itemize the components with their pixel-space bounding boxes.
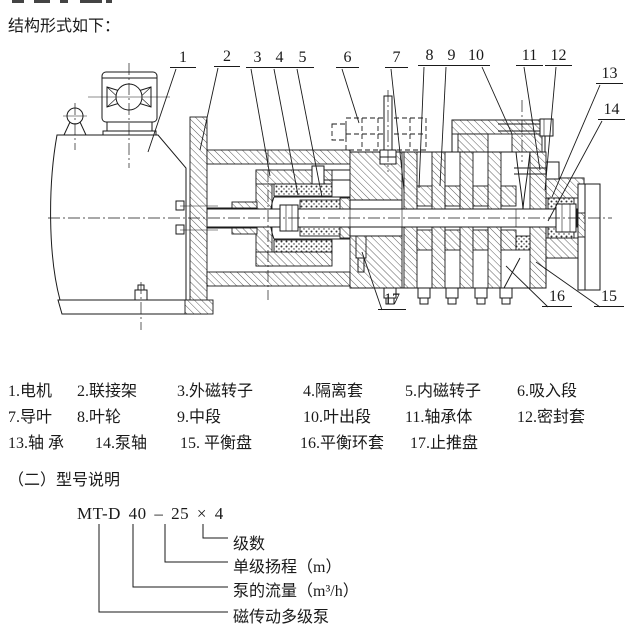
pump-body — [349, 119, 601, 305]
callout-10: 10 — [462, 46, 490, 66]
callout-1: 1 — [170, 48, 196, 68]
part-item: 4.隔离套 — [303, 383, 364, 400]
connecting-frame — [175, 116, 351, 315]
part-item: 9.中段 — [177, 409, 222, 426]
model-label-stages: 级数 — [233, 536, 266, 553]
callout-11: 11 — [516, 46, 543, 66]
callout-8: 8 — [418, 46, 441, 66]
callout-2: 2 — [214, 47, 240, 67]
model-label-pump-type: 磁传动多级泵 — [233, 609, 330, 626]
tie-bolt-nuts — [383, 287, 513, 305]
callout-15: 15 — [594, 287, 624, 307]
bolts — [311, 118, 560, 185]
part-item: 7.导叶 — [8, 409, 53, 426]
callout-4: 4 — [268, 48, 291, 68]
intro-text: 结构形式如下： — [8, 18, 121, 35]
model-code: MT-D 40 – 25 × 4 — [77, 504, 224, 523]
model-label-flow: 泵的流量（m³/h） — [233, 583, 359, 600]
part-item: 1.电机 — [8, 383, 53, 400]
part-item: 14.泵轴 — [95, 435, 148, 452]
callout-6: 6 — [336, 48, 359, 68]
callout-17: 17 — [378, 290, 406, 310]
callout-12: 12 — [545, 46, 572, 66]
callout-13: 13 — [596, 64, 623, 84]
callout-14: 14 — [598, 100, 625, 120]
part-item: 10.叶出段 — [303, 409, 372, 426]
centerlines — [48, 100, 612, 300]
part-item: 16.平衡环套 — [300, 435, 385, 452]
model-label-head: 单级扬程（m） — [233, 559, 342, 576]
part-item: 6.吸入段 — [517, 383, 578, 400]
part-item: 11.轴承体 — [405, 409, 473, 426]
part-item: 17.止推盘 — [410, 435, 479, 452]
callout-3: 3 — [246, 48, 269, 68]
callout-7: 7 — [385, 48, 408, 68]
callout-16: 16 — [542, 287, 572, 307]
model-leader-lines — [98, 524, 228, 613]
motor — [50, 63, 191, 330]
part-item: 15. 平衡盘 — [180, 435, 253, 452]
part-item: 3.外磁转子 — [177, 383, 254, 400]
callout-5: 5 — [291, 48, 314, 68]
part-item: 8.叶轮 — [77, 409, 122, 426]
callout-9: 9 — [441, 46, 462, 66]
part-item: 13.轴 承 — [8, 435, 65, 452]
model-section-heading: （二）型号说明 — [8, 472, 121, 489]
part-item: 2.联接架 — [77, 383, 138, 400]
callout-leader-lines — [147, 66, 603, 311]
suction-inlet-hidden — [331, 90, 427, 172]
part-item: 12.密封套 — [517, 409, 586, 426]
part-item: 5.内磁转子 — [405, 383, 482, 400]
